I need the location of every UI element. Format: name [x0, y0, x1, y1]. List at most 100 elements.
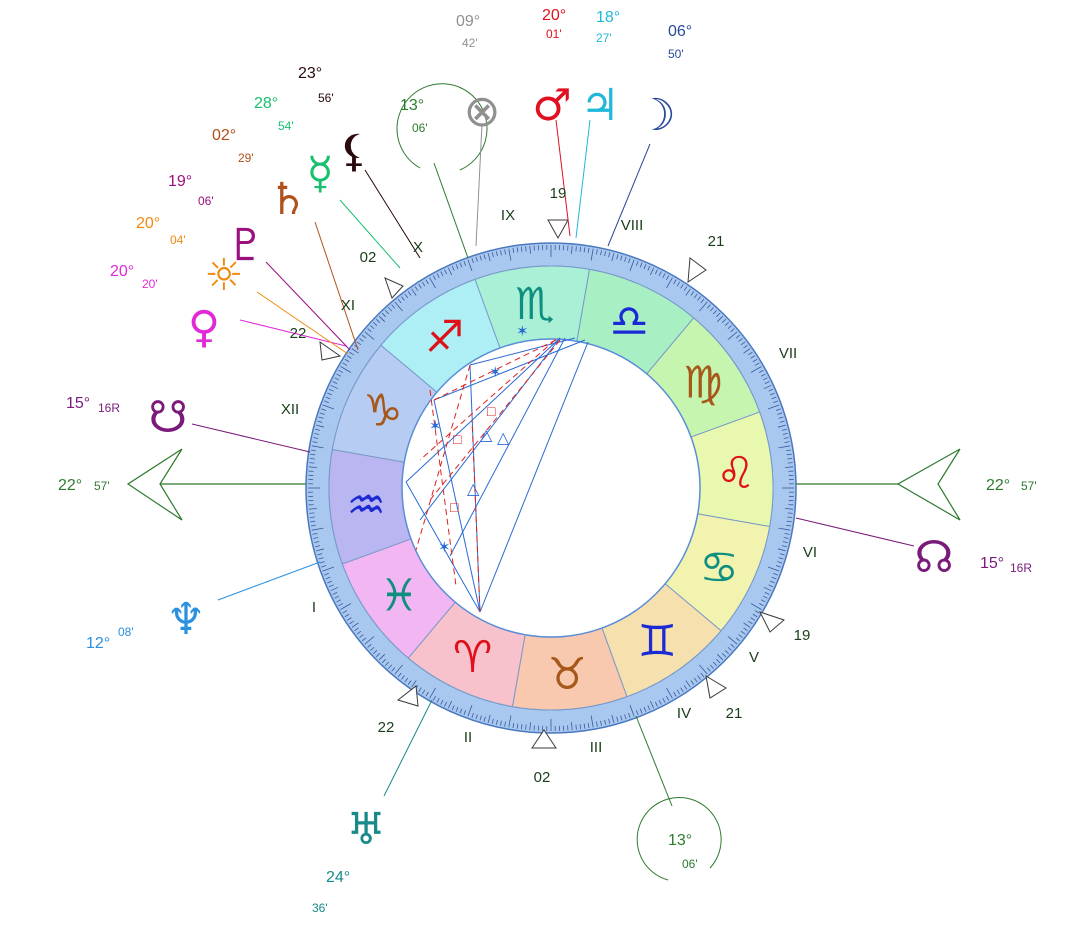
uranus-icon: ♅ — [346, 804, 385, 855]
degree-tick — [616, 254, 619, 260]
degree-tick — [459, 262, 463, 268]
cusp-number: 19 — [794, 627, 811, 644]
degree-tick — [394, 301, 403, 312]
aspect-line — [433, 337, 561, 401]
degree-tick — [467, 704, 473, 717]
svg-text:13°: 13° — [668, 832, 692, 849]
saturn-minutes: 29' — [238, 151, 254, 165]
degree-tick — [479, 255, 482, 261]
degree-tick — [611, 714, 615, 723]
degree-tick — [312, 441, 318, 443]
zodiac-glyph-capricorn: ♑ — [363, 386, 402, 437]
degree-tick — [313, 437, 319, 439]
degree-tick — [463, 710, 467, 716]
degree-tick — [767, 404, 780, 410]
degree-tick — [444, 269, 448, 275]
degree-tick — [351, 348, 359, 354]
degree-tick — [421, 281, 426, 287]
degree-tick — [727, 636, 738, 645]
degree-tick — [629, 704, 635, 717]
degree-tick — [520, 246, 523, 252]
degree-tick — [425, 691, 429, 697]
zodiac-glyph-leo: ♌ — [716, 448, 755, 499]
degree-tick — [785, 466, 794, 468]
degree-tick — [778, 445, 791, 449]
degree-tick — [471, 258, 474, 264]
degree-tick — [760, 599, 766, 603]
degree-tick — [635, 710, 639, 716]
degree-tick — [777, 424, 786, 428]
aspect-line — [405, 337, 561, 483]
trine-aspect-symbol: △ — [467, 481, 480, 498]
jupiter-icon: ♃ — [580, 80, 619, 131]
degree-tick — [730, 328, 735, 333]
house-label: IX — [501, 207, 515, 224]
house-label: VII — [779, 345, 797, 362]
degree-tick — [323, 572, 329, 576]
degree-tick — [775, 408, 781, 411]
degree-tick — [475, 714, 478, 720]
degree-tick — [407, 680, 412, 685]
degree-tick — [529, 722, 531, 731]
south-node-icon: ☋ — [148, 392, 187, 443]
degree-tick — [432, 695, 436, 701]
degree-tick — [740, 341, 746, 346]
degree-tick — [447, 700, 453, 709]
degree-tick — [783, 537, 789, 539]
degree-tick — [359, 338, 364, 342]
degree-tick — [500, 250, 502, 256]
degree-tick — [758, 369, 764, 373]
part-of-fortune-minutes: 42' — [462, 36, 478, 50]
degree-tick — [750, 366, 762, 373]
degree-tick — [716, 315, 724, 323]
degree-tick — [418, 687, 422, 693]
degree-tick — [690, 291, 695, 296]
zodiac-glyph-pisces: ♓ — [379, 570, 418, 621]
cusp-number: 21 — [708, 233, 725, 250]
sun-minutes: 04' — [170, 233, 186, 247]
degree-tick — [693, 677, 698, 683]
aspect-line — [449, 337, 566, 557]
zodiac-glyph-virgo: ♍ — [683, 358, 722, 409]
degree-tick — [321, 565, 327, 568]
sextile-aspect-symbol: ✶ — [489, 364, 502, 381]
degree-tick — [771, 396, 777, 400]
degree-tick — [750, 617, 756, 621]
cusp-number: 22 — [290, 325, 307, 342]
zodiac-glyph-gemini: ♊ — [638, 616, 677, 667]
degree-tick — [361, 637, 367, 642]
svg-text:06': 06' — [682, 857, 698, 871]
svg-text:57': 57' — [94, 479, 110, 493]
degree-tick — [721, 318, 727, 323]
degree-tick — [346, 617, 352, 621]
degree-tick — [334, 595, 340, 599]
degree-tick — [525, 246, 527, 252]
degree-tick — [777, 561, 783, 564]
degree-tick — [325, 576, 331, 580]
degree-tick — [629, 259, 635, 272]
degree-tick — [773, 400, 779, 404]
degree-tick — [316, 424, 325, 428]
degree-tick — [786, 453, 792, 456]
degree-tick — [312, 533, 318, 535]
degree-tick — [322, 566, 335, 572]
degree-tick — [516, 723, 519, 729]
trine-aspect-symbol: △ — [480, 427, 493, 444]
degree-tick — [404, 677, 409, 683]
degree-tick — [743, 348, 751, 354]
degree-tick — [479, 715, 482, 721]
degree-tick — [754, 610, 760, 614]
degree-tick — [779, 553, 785, 556]
imum-coeli-degree: 13° 06' — [668, 832, 698, 871]
degree-tick — [394, 664, 403, 675]
degree-tick — [658, 699, 662, 705]
degree-tick — [425, 279, 429, 285]
degree-tick — [738, 338, 743, 342]
degree-tick — [388, 664, 393, 669]
svg-text:22°: 22° — [986, 477, 1010, 494]
zodiac-ring: ♐♏♎♍♌♋♊♉♈♓♒♑ — [328, 265, 774, 711]
degree-tick — [635, 260, 639, 266]
degree-tick — [784, 441, 790, 443]
midheaven-marker — [396, 83, 488, 259]
